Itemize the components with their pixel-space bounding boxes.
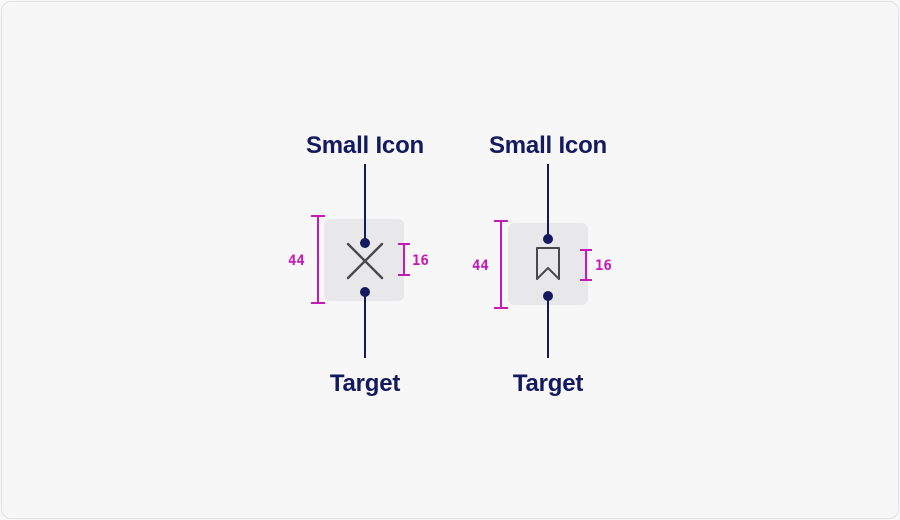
bookmark-icon: [536, 247, 560, 280]
bottom-label-1: Target: [329, 370, 401, 397]
bottom-label-2: Target: [512, 370, 584, 397]
close-x-icon: [346, 242, 384, 280]
icon-size-label-2: 16: [595, 258, 612, 274]
connector-dot-bottom-1: [360, 287, 370, 297]
top-label-1: Small Icon: [305, 132, 425, 159]
connector-dot-top-1: [360, 238, 370, 248]
target-size-label-1: 44: [288, 253, 305, 269]
icon-size-bracket-1: [398, 243, 410, 276]
icon-size-label-1: 16: [412, 253, 429, 269]
top-label-2: Small Icon: [488, 132, 608, 159]
connector-dot-top-2: [543, 234, 553, 244]
connector-dot-bottom-2: [543, 291, 553, 301]
target-size-label-2: 44: [472, 258, 489, 274]
icon-size-bracket-2: [580, 249, 592, 281]
target-size-bracket-1: [311, 215, 325, 304]
target-size-bracket-2: [494, 220, 508, 309]
